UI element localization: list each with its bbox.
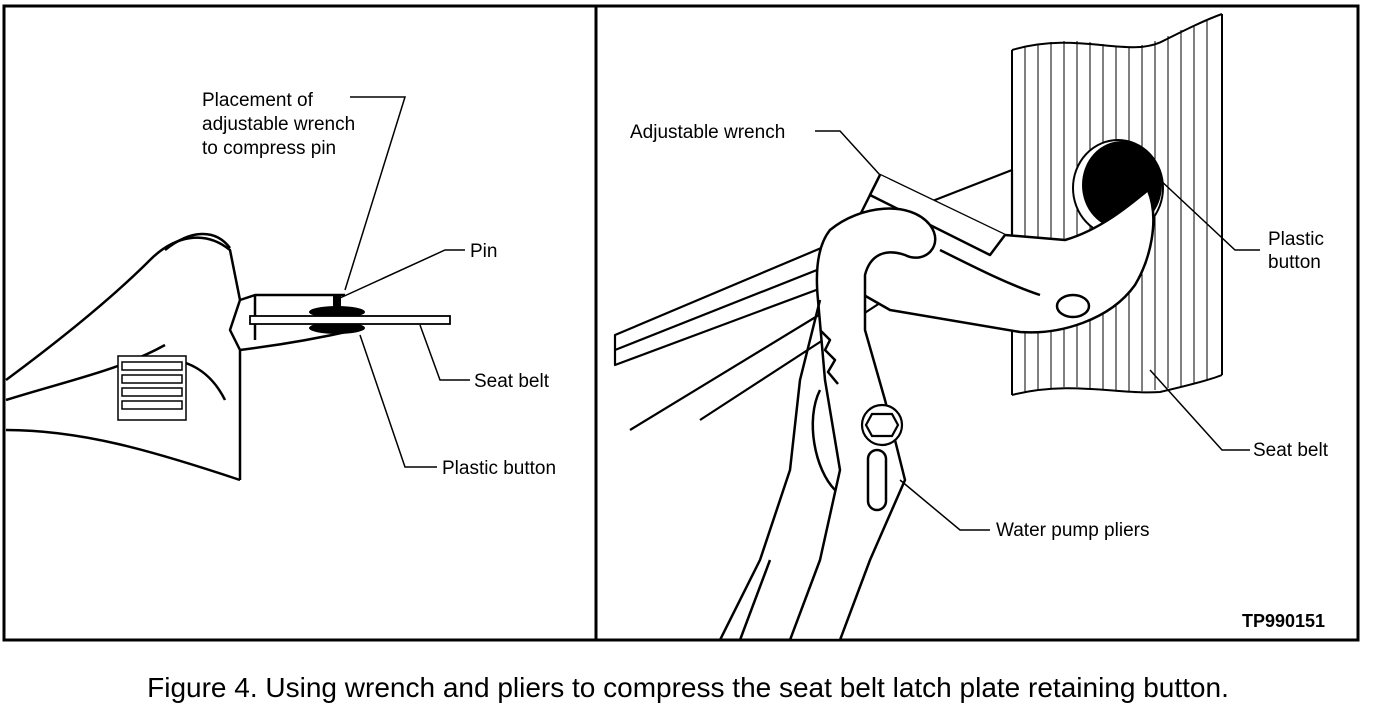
left-plastic-button-label: Plastic button — [442, 458, 556, 479]
left-seat-belt-label: Seat belt — [474, 371, 550, 392]
pliers-bolt-drawing — [860, 403, 904, 447]
left-leader-lines — [339, 96, 470, 468]
adjustable-wrench-label: Adjustable wrench — [630, 122, 785, 143]
right-leader-lines — [815, 130, 1260, 531]
right-plastic-label-line2: button — [1268, 252, 1321, 273]
figure-illustration: Placement of adjustable wrench to compre… — [2, 4, 1360, 642]
figure-caption: Figure 4. Using wrench and pliers to com… — [147, 672, 1229, 703]
left-seatbelt-button-drawing — [249, 296, 451, 334]
placement-label-line2: adjustable wrench — [202, 114, 355, 135]
right-seat-belt-label: Seat belt — [1253, 440, 1329, 461]
left-wrench-drawing — [5, 232, 356, 482]
pin-label: Pin — [470, 241, 497, 262]
knurled-adjuster-drawing — [117, 355, 187, 421]
right-wrench-drawing — [843, 173, 1155, 334]
right-plastic-label-line1: Plastic — [1268, 229, 1324, 250]
water-pump-pliers-label: Water pump pliers — [996, 520, 1149, 541]
placement-label-line1: Placement of — [202, 90, 314, 111]
figure-code: TP990151 — [1242, 611, 1325, 631]
placement-label-line3: to compress pin — [202, 138, 336, 159]
right-panel-frame — [594, 4, 1360, 642]
